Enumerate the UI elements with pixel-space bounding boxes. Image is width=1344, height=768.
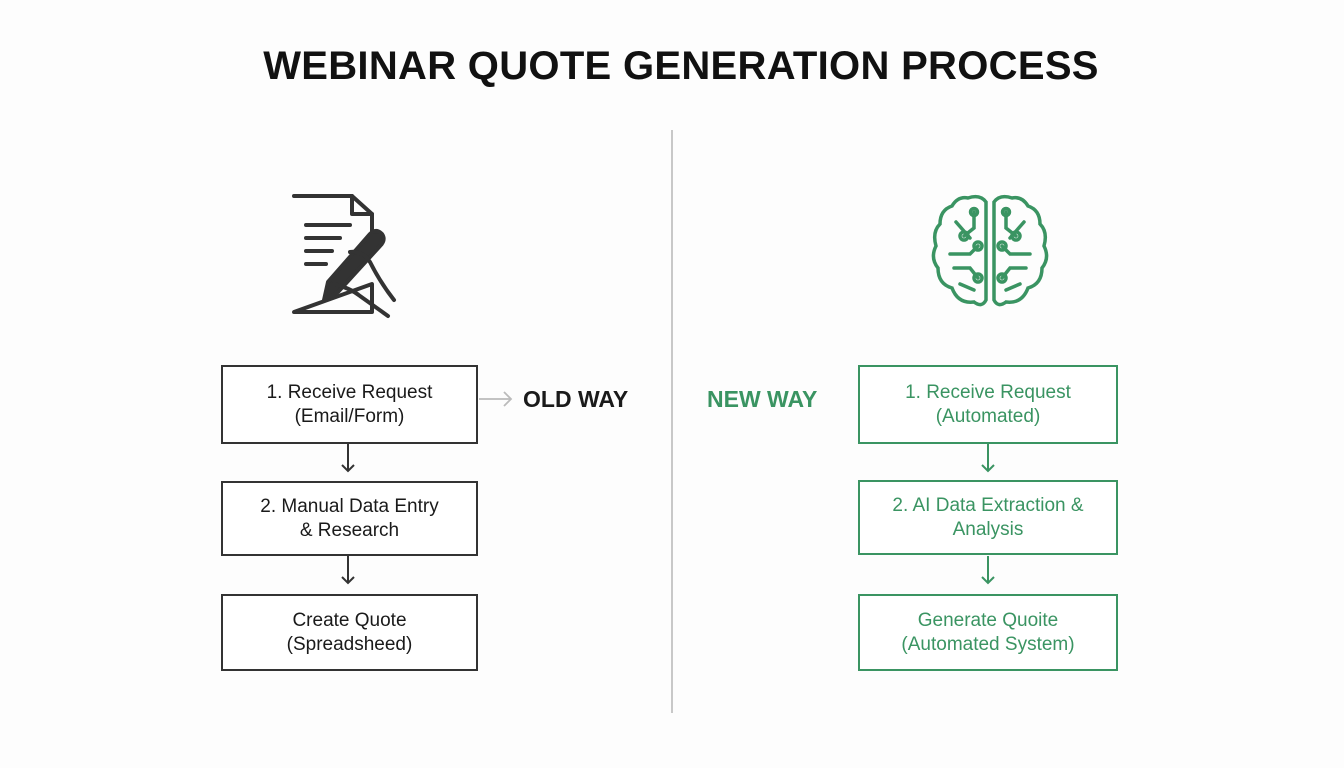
step-title: 1. Receive Request (905, 381, 1071, 403)
step-title: Generate Quoite (917, 609, 1059, 631)
step-title: 2. AI Data Extraction & (892, 494, 1084, 516)
arrow-down-icon (981, 444, 995, 473)
step-title: Create Quote (292, 609, 407, 631)
old-step-3: Create Quote(Spreadsheed) (221, 594, 478, 671)
arrow-right-icon (479, 391, 513, 407)
page-title: WEBINAR QUOTE GENERATION PROCESS (263, 44, 1099, 88)
circuit-brain-icon (931, 194, 1049, 307)
step-detail: & Research (299, 519, 400, 541)
new-way-label: NEW WAY (707, 386, 818, 412)
arrow-down-icon (341, 444, 355, 473)
document-hand-writing-icon (292, 194, 396, 318)
step-detail: (Spreadsheed) (286, 633, 413, 655)
step-detail: (Automated System) (901, 633, 1075, 655)
old-step-1: 1. Receive Request(Email/Form) (221, 365, 478, 444)
new-step-2: 2. AI Data Extraction &Analysis (858, 480, 1118, 555)
old-step-2: 2. Manual Data Entry& Research (221, 481, 478, 556)
new-step-1: 1. Receive Request(Automated) (858, 365, 1118, 444)
new-step-3: Generate Quoite(Automated System) (858, 594, 1118, 671)
step-detail: Analysis (952, 518, 1024, 540)
arrow-down-icon (341, 556, 355, 585)
divider (671, 130, 673, 713)
old-way-label: OLD WAY (523, 386, 629, 412)
step-title: 2. Manual Data Entry (260, 495, 439, 517)
arrow-down-icon (981, 556, 995, 585)
step-detail: (Automated) (935, 405, 1041, 427)
step-title: 1. Receive Request (266, 381, 433, 403)
step-detail: (Email/Form) (294, 405, 405, 427)
